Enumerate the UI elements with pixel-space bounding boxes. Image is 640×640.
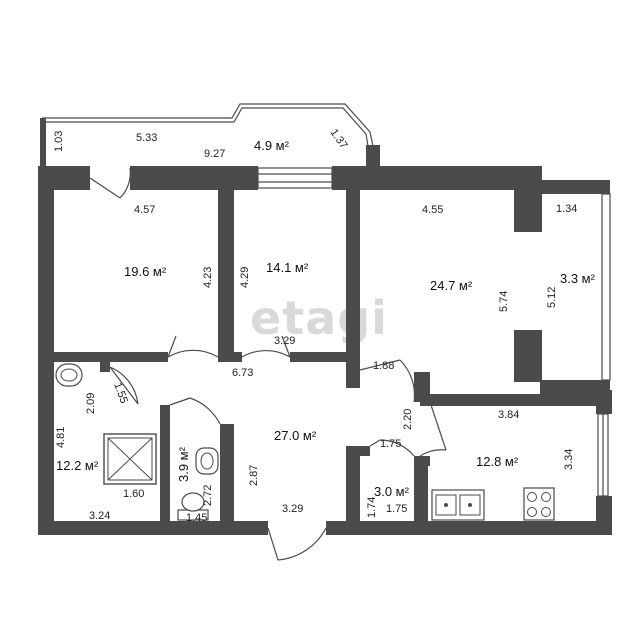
toilet-sink-icon — [195, 447, 219, 475]
door-balcony — [89, 167, 131, 199]
wall-bath-top — [100, 362, 110, 372]
wall-bed1-bed2 — [218, 190, 234, 358]
dim-toilet-bottom: 1.45 — [186, 512, 207, 524]
loggia-bottom — [540, 380, 610, 394]
dim-bedroom2-bottom: 3.29 — [274, 335, 295, 347]
wall-kitchen-left — [414, 456, 430, 466]
dim-bath-left: 4.81 — [55, 427, 67, 448]
dim-storage-bottom: 1.75 — [386, 503, 407, 515]
dim-loggia-top: 1.34 — [556, 203, 577, 215]
wall-bed2-bottom-a — [218, 352, 242, 362]
area-loggia: 3.3 м² — [560, 271, 596, 286]
dim-bedroom2-left: 4.29 — [239, 267, 251, 288]
area-bedroom-1: 19.6 м² — [124, 264, 167, 279]
dim-storage-top: 1.75 — [380, 438, 401, 450]
sink-icon — [55, 363, 83, 387]
area-living-room: 24.7 м² — [430, 278, 473, 293]
dim-hall-left: 2.87 — [248, 465, 260, 486]
door-entrance — [267, 527, 327, 561]
dim-balcony-left: 1.03 — [53, 131, 65, 152]
wall-storage-right — [414, 456, 428, 521]
stove-icon — [523, 487, 555, 521]
window-top — [257, 167, 333, 189]
top-wall-1 — [38, 166, 90, 190]
door-bathroom — [109, 366, 139, 405]
area-bedroom-2: 14.1 м² — [266, 260, 309, 275]
dim-bath-top: 2.09 — [85, 393, 97, 414]
watermark: etagi — [250, 291, 388, 345]
dim-balcony-top: 5.33 — [136, 132, 157, 144]
wall-bath-right — [160, 405, 170, 521]
door-toilet — [169, 397, 221, 425]
living-right-wall — [514, 330, 542, 382]
dim-bedroom1-top: 4.57 — [134, 204, 155, 216]
wall-toilet-right — [220, 424, 234, 521]
wall-bed1-bottom — [54, 352, 168, 362]
outer-wall-bottom — [38, 521, 268, 535]
area-hall: 27.0 м² — [274, 428, 317, 443]
dim-hall-right: 2.20 — [402, 409, 414, 430]
loggia-wall — [514, 190, 542, 232]
balcony-right-post — [366, 145, 380, 167]
top-wall-3 — [332, 166, 542, 190]
dim-kitchen-top: 3.84 — [498, 409, 519, 421]
dim-bath-bottom: 3.24 — [89, 510, 110, 522]
dim-hall-door: 1.88 — [373, 360, 394, 372]
area-balcony: 4.9 м² — [254, 138, 290, 153]
outer-wall-bottom-right — [326, 521, 612, 535]
door-bedroom2 — [241, 335, 291, 358]
area-kitchen: 12.8 м² — [476, 454, 519, 469]
kitchen-right-wall-low — [596, 496, 612, 535]
door-kitchen — [419, 401, 447, 457]
shower-icon — [103, 433, 157, 485]
area-bathroom: 12.2 м² — [56, 458, 99, 473]
kitchen-sink-icon — [431, 489, 485, 521]
toilet-icon — [177, 492, 209, 521]
balcony-left-wall — [40, 118, 46, 166]
dim-hall-top: 6.73 — [232, 367, 253, 379]
dim-shower-bottom: 1.60 — [123, 488, 144, 500]
balcony-outline — [42, 103, 379, 171]
wall-bed2-living — [346, 190, 360, 370]
dim-bath-door: 1.55 — [111, 381, 130, 405]
wall-kitchen-top — [420, 394, 610, 406]
door-living — [359, 359, 416, 403]
top-wall-4 — [540, 180, 610, 194]
door-bedroom1 — [167, 335, 219, 358]
dim-storage-left: 1.74 — [366, 497, 378, 518]
dim-living-top: 4.55 — [422, 204, 443, 216]
wall-storage-left — [346, 446, 360, 521]
area-storage: 3.0 м² — [374, 484, 410, 499]
door-storage — [369, 439, 415, 457]
loggia-window — [601, 193, 611, 381]
dim-living-right: 5.74 — [498, 291, 510, 312]
balcony-outline-inner — [46, 107, 373, 171]
dim-loggia-left: 5.12 — [546, 287, 558, 308]
dim-balcony-bottom: 9.27 — [204, 148, 225, 160]
dim-bedroom1-right: 4.23 — [202, 267, 214, 288]
dim-balcony-right: 1.37 — [328, 127, 350, 151]
top-wall-2 — [130, 166, 258, 190]
wall-living-hall — [346, 370, 360, 388]
wall-bed2-bottom-b — [290, 352, 360, 362]
dim-hall-bottom: 3.29 — [282, 503, 303, 515]
wall-storage-top — [360, 446, 370, 456]
outer-wall-left — [38, 166, 54, 532]
dim-toilet-right: 2.72 — [202, 485, 214, 506]
area-toilet: 3.9 м² — [176, 446, 191, 482]
dim-kitchen-right: 3.34 — [563, 449, 575, 470]
